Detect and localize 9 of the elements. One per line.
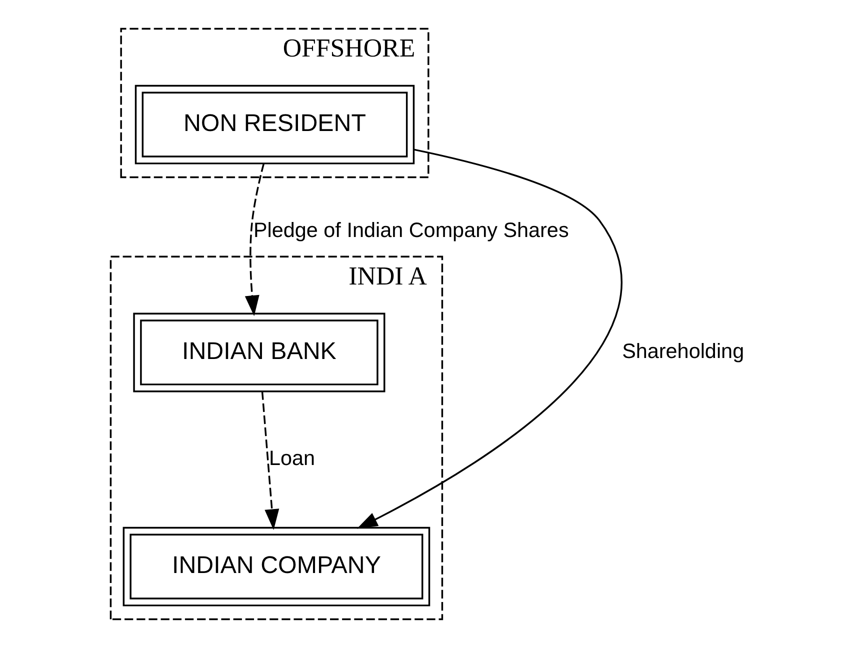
node-box: INDIAN BANK (132, 312, 385, 392)
edge-label: Shareholding (622, 340, 744, 363)
node-box: NON RESIDENT (134, 84, 414, 164)
arrow (244, 163, 264, 316)
edge-label: Loan (268, 446, 315, 470)
edge-label: Pledge of Indian Company Shares (252, 218, 568, 242)
node-box: INDIAN COMPANY (122, 526, 430, 606)
arrow (260, 391, 279, 530)
arrow (356, 148, 622, 529)
